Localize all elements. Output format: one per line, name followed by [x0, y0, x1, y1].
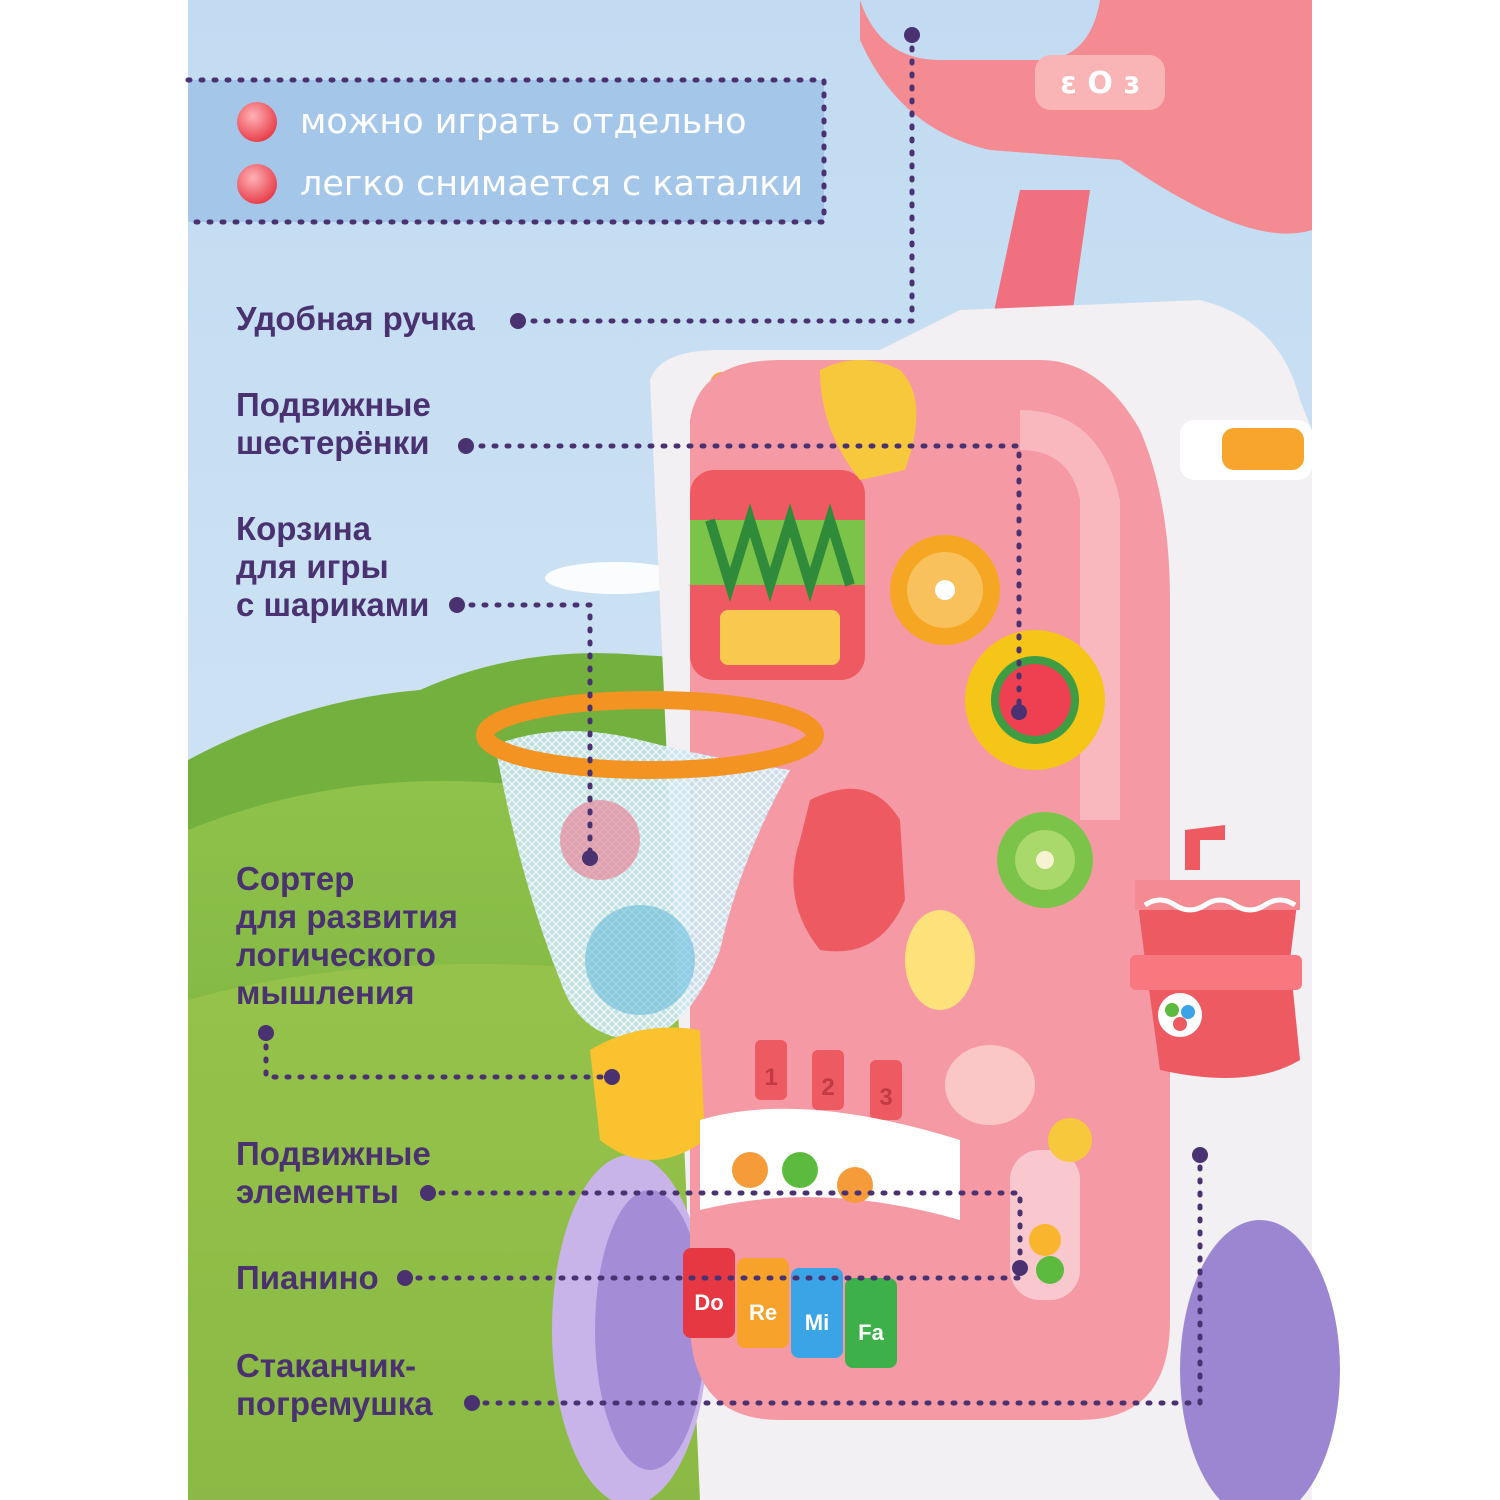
piano-key-mi-label: Mi [805, 1310, 829, 1335]
leader-sorter [263, 1030, 615, 1080]
number-candles: 1 2 3 [755, 1040, 902, 1120]
leader-handle [517, 32, 915, 324]
moving-element-3[interactable] [837, 1167, 873, 1203]
info-box [185, 77, 827, 225]
piano-key-fa[interactable] [845, 1278, 897, 1368]
callout-gears: Подвижные шестерёнки [236, 386, 431, 461]
sorter-half-circle [590, 1027, 705, 1160]
moving-element-1[interactable] [732, 1152, 768, 1188]
callout-basket: Корзина для игры с шариками [236, 510, 430, 623]
right-wheel [1180, 1220, 1340, 1500]
piano-key-do[interactable] [683, 1248, 735, 1338]
leader-endpoints [258, 27, 1208, 1411]
bead-rattle [1010, 1118, 1092, 1300]
left-margin [0, 0, 188, 1500]
shop-module [690, 360, 917, 680]
piano-key-fa-label: Fa [858, 1320, 884, 1345]
bullet-dot-1 [237, 102, 277, 142]
handle-display [1035, 55, 1165, 110]
cloud [545, 562, 685, 594]
callout-sorter: Сортер для развития логического мышления [236, 860, 458, 1011]
sorter-cloud [793, 788, 905, 952]
callout-piano: Пианино [236, 1259, 379, 1296]
callout-moving-elements: Подвижные элементы [236, 1135, 431, 1210]
piano-key-re-label: Re [749, 1300, 777, 1325]
gear-kiwi [997, 812, 1093, 908]
candle-number-1: 1 [764, 1064, 777, 1091]
callout-handle: Удобная ручка [236, 300, 475, 337]
moving-element-2[interactable] [782, 1152, 818, 1188]
leader-lines [263, 32, 1203, 1406]
piano: Do Re Mi Fa [683, 1248, 897, 1368]
candle-number-3: 3 [879, 1084, 892, 1111]
leader-moving [425, 1190, 1023, 1271]
right-margin [1312, 0, 1500, 1500]
piano-key-mi[interactable] [791, 1268, 843, 1358]
leader-gears [465, 443, 1022, 715]
sorter-bubble [945, 1045, 1035, 1125]
leader-basket [455, 602, 593, 861]
handle-text: ɛ O ɜ [1060, 66, 1139, 101]
baby-walker-toy: ɛ O ɜ [476, 0, 1340, 1500]
feature-play-separately: можно играть отдельно [300, 102, 747, 142]
piano-key-re[interactable] [737, 1258, 789, 1348]
basketball-basket [476, 691, 824, 1040]
piano-key-do-label: Do [694, 1290, 723, 1315]
feature-detachable: легко снимается с каталки [300, 164, 804, 204]
bullet-dot-2 [237, 164, 277, 204]
gear-orange [890, 535, 1000, 645]
leader-cup [469, 1152, 1203, 1406]
sorter-egg [905, 910, 975, 1010]
candle-number-2: 2 [821, 1074, 834, 1101]
gear-watermelon [965, 630, 1105, 770]
callout-rattle-cup: Стаканчик- погремушка [236, 1347, 433, 1422]
rattle-cup [1130, 825, 1302, 1078]
